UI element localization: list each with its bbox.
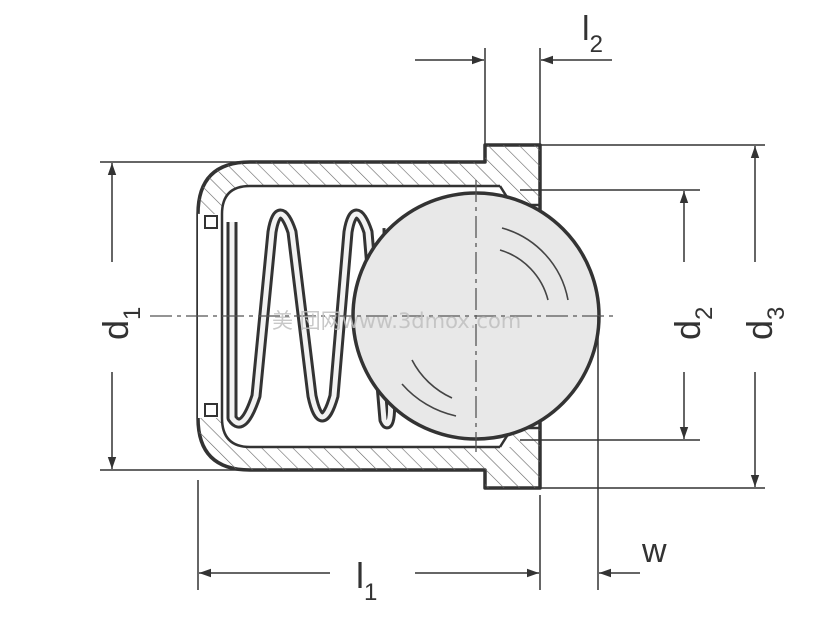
housing-wall-bottom: [198, 418, 540, 488]
label-l1: l1: [356, 555, 377, 606]
centerlines: [150, 180, 615, 452]
housing-wall-top: [198, 145, 540, 214]
spring: [226, 208, 396, 430]
dimension-labels: l2 l1 w d1 d2 d3: [95, 10, 790, 606]
extension-lines: [100, 48, 765, 590]
ball-highlight-arc-1: [501, 227, 569, 301]
dimension-lines: [107, 55, 760, 578]
housing-end-tab-bottom: [204, 403, 218, 417]
label-d3: d3: [739, 307, 790, 340]
label-w: w: [641, 532, 667, 570]
label-d1: d1: [95, 307, 146, 340]
label-l2: l2: [582, 10, 603, 58]
ball-highlight-arc-3: [401, 383, 457, 417]
watermark-text: 美 団网www.3dmox.com: [272, 309, 521, 333]
housing-end-tab-top: [204, 215, 218, 229]
label-d2: d2: [667, 307, 718, 340]
ball-highlight-arc-2: [499, 249, 549, 301]
ball-highlight-arc-4: [411, 359, 453, 399]
spring-coil-inner: [229, 211, 393, 427]
